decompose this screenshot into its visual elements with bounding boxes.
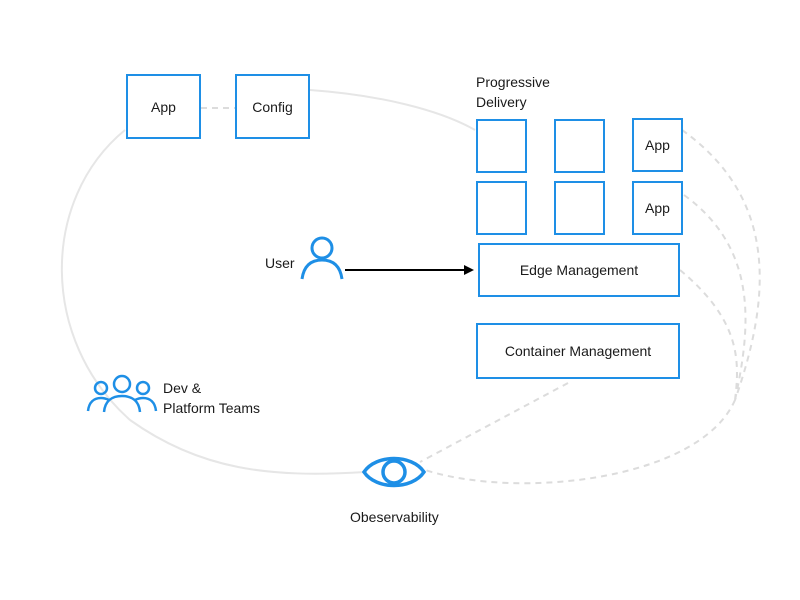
progressive-app-box-1[interactable]: App: [632, 118, 683, 172]
progressive-slot-4[interactable]: [554, 181, 605, 235]
app-box[interactable]: App: [126, 74, 201, 139]
edge-management-box[interactable]: Edge Management: [478, 243, 680, 297]
user-label: User: [265, 255, 295, 271]
progressive-slot-1[interactable]: [476, 119, 527, 173]
progressive-delivery-label: Progressive Delivery: [476, 74, 550, 110]
progressive-slot-3[interactable]: [476, 181, 527, 235]
container-management-box[interactable]: Container Management: [476, 323, 680, 379]
observability-label: Obeservability: [350, 509, 439, 525]
teams-label: Dev & Platform Teams: [163, 380, 260, 416]
main-loop-connector: [60, 89, 476, 475]
team-icon: [86, 374, 158, 413]
user-icon: [300, 236, 344, 280]
config-box[interactable]: Config: [235, 74, 310, 139]
progressive-app-box-2[interactable]: App: [632, 181, 683, 235]
eye-icon: [362, 456, 426, 488]
progressive-slot-2[interactable]: [554, 119, 605, 173]
